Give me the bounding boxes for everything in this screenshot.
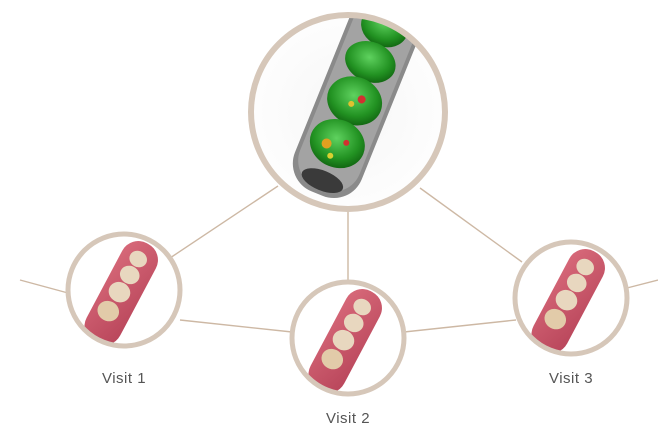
visit1-label: Visit 1 (102, 370, 146, 387)
connector-visit1-to-visit2 (180, 320, 292, 332)
visit2-label: Visit 2 (326, 410, 370, 427)
visit3-circle (515, 242, 627, 359)
visit2-circle (292, 282, 404, 399)
overlay-scan-circle (251, 0, 445, 209)
connector-visit2-to-visit3 (404, 320, 516, 332)
connector-left-edge (20, 280, 68, 293)
visit1-circle (68, 234, 180, 351)
connector-top-to-visit3 (420, 188, 522, 262)
connector-top-to-visit1 (170, 186, 278, 258)
visit3-label: Visit 3 (549, 370, 593, 387)
connector-right-edge (627, 280, 658, 288)
